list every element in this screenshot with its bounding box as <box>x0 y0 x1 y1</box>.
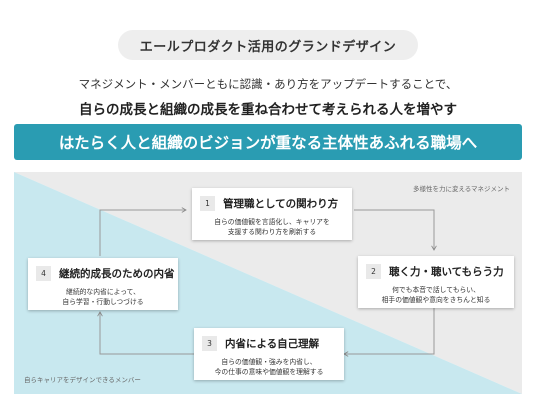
arrow-4-to-1 <box>99 207 187 256</box>
step-desc-line: 自ら学習・行動しつづける <box>62 298 144 306</box>
step-desc-line: 自らの価値観を言語化し、キャリアを <box>214 218 330 226</box>
step-desc-line: 支援する関わり方を刷新する <box>227 228 317 236</box>
step-desc-line: 自らの価値観・強みを内省し、 <box>221 358 317 366</box>
step-card-3: 3 内省による自己理解 自らの価値観・強みを内省し、 今の仕事の意味や価値観を理… <box>194 328 344 380</box>
page-title-pill: エールプロダクト活用のグランドデザイン <box>118 30 418 60</box>
step-title: 管理職としての関わり方 <box>223 198 339 210</box>
step-number: 2 <box>366 264 381 279</box>
step-description: 継続的な内省によって、 自ら学習・行動しつづける <box>28 287 178 307</box>
cycle-diagram: 多様性を力に変えるマネジメント 自らキャリアをデザインできるメンバー 1 管理職… <box>14 172 522 394</box>
management-label: 多様性を力に変えるマネジメント <box>412 185 510 193</box>
step-title: 内省による自己理解 <box>225 338 320 350</box>
step-desc-line: 今の仕事の意味や価値観を理解する <box>214 368 324 376</box>
step-desc-line: 何でも本音で話してもらい、 <box>392 286 480 294</box>
cycle-arrows <box>97 207 437 357</box>
arrow-3-to-4 <box>97 311 196 355</box>
step-desc-line: 継続的な内省によって、 <box>66 288 140 296</box>
member-label: 自らキャリアをデザインできるメンバー <box>24 376 141 384</box>
step-card-2: 2 聴く力・聴いてもらう力 何でも本音で話してもらい、 相手の価値観や意向をきち… <box>358 256 514 308</box>
step-card-1: 1 管理職としての関わり方 自らの価値観を言語化し、キャリアを 支援する関わり方… <box>192 188 352 240</box>
step-description: 何でも本音で話してもらい、 相手の価値観や意向をきちんと知る <box>358 285 514 305</box>
vision-banner: はたらく人と組織のビジョンが重なる主体性あふれる職場へ <box>14 124 522 160</box>
member-area <box>14 172 522 394</box>
subtitle-line-2: 自らの成長と組織の成長を重ね合わせて考えられる人を増やす <box>79 102 457 118</box>
step-number: 4 <box>36 266 51 281</box>
step-description: 自らの価値観を言語化し、キャリアを 支援する関わり方を刷新する <box>192 217 352 237</box>
subtitle-line-1: マネジメント・メンバーともに認識・あり方をアップデートすることで、 <box>78 77 458 91</box>
arrow-2-to-3 <box>343 302 435 357</box>
step-card-4: 4 継続的成長のための内省 継続的な内省によって、 自ら学習・行動しつづける <box>28 258 178 310</box>
step-title: 聴く力・聴いてもらう力 <box>389 266 504 278</box>
step-description: 自らの価値観・強みを内省し、 今の仕事の意味や価値観を理解する <box>194 357 344 377</box>
arrow-1-to-2 <box>354 209 437 251</box>
diagonal-background <box>14 172 522 394</box>
step-title: 継続的成長のための内省 <box>59 268 175 280</box>
step-desc-line: 相手の価値観や意向をきちんと知る <box>381 296 491 304</box>
step-number: 1 <box>200 196 215 211</box>
step-number: 3 <box>202 336 217 351</box>
